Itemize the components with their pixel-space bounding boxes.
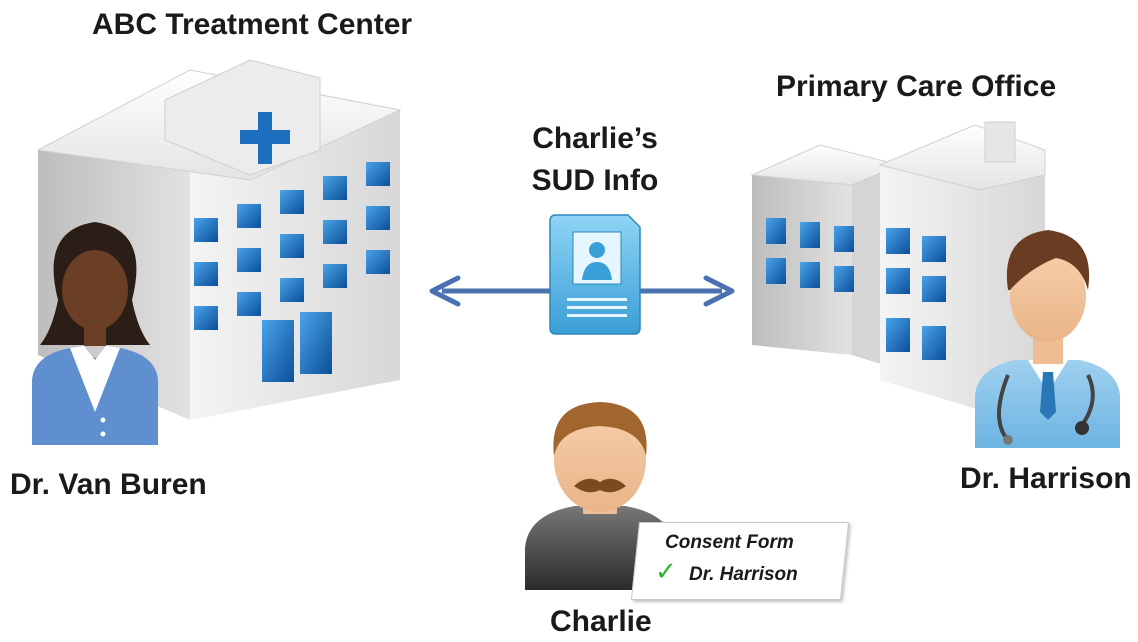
sud-info-label-line2: SUD Info: [531, 164, 659, 197]
patient-name: Charlie: [550, 605, 652, 638]
consent-form-title: Consent Form: [665, 532, 794, 553]
check-mark-icon: ✓: [655, 556, 677, 586]
consent-form-authorized: Dr. Harrison: [689, 564, 798, 585]
sud-info-label-line1: Charlie’s: [532, 122, 658, 155]
left-doctor-name: Dr. Van Buren: [10, 468, 207, 501]
sud-info-label: Charlie’s SUD Info: [500, 118, 690, 202]
medical-record-card-icon: [549, 214, 641, 335]
clinic-building-icon: [750, 121, 1046, 410]
female-doctor-icon: [32, 222, 158, 445]
primary-care-title: Primary Care Office: [776, 70, 1057, 103]
right-doctor-name: Dr. Harrison: [960, 462, 1132, 495]
treatment-center-title: ABC Treatment Center: [92, 8, 413, 41]
consent-form: Consent Form ✓ Dr. Harrison: [630, 522, 850, 600]
male-doctor-icon: [975, 230, 1120, 448]
